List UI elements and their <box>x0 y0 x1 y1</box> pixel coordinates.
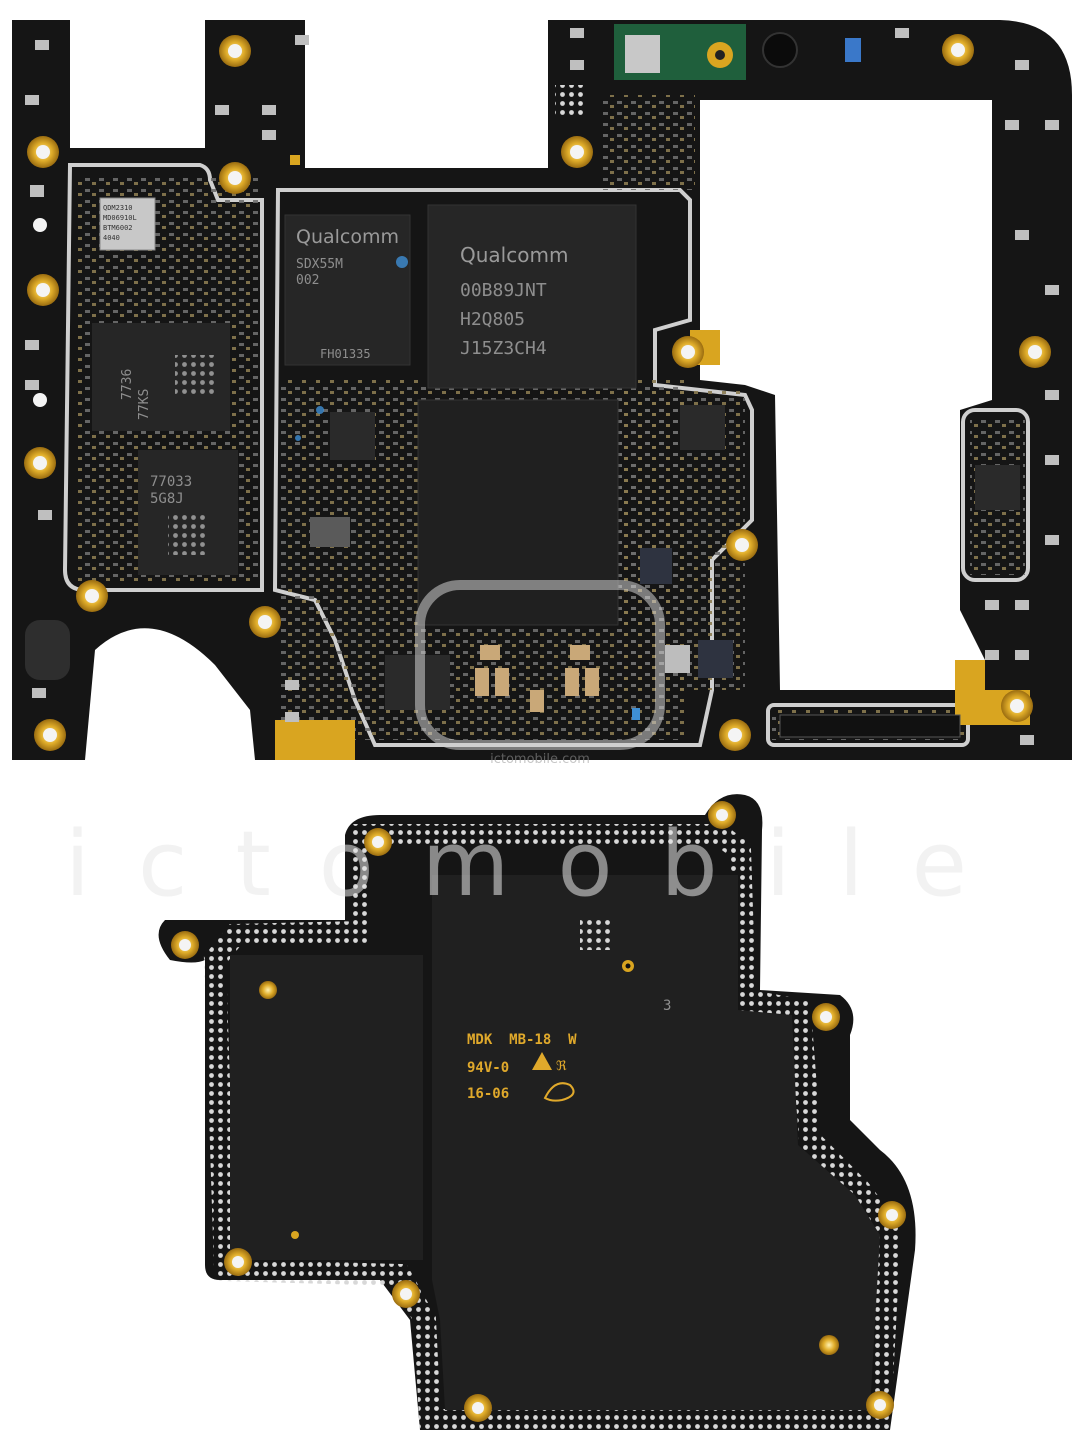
chip-memory: Qualcomm 00B89JNT H2Q805 J15Z3CH4 <box>427 204 637 389</box>
chip-77033-line-2: 5G8J <box>150 491 184 507</box>
bottom-silver-border <box>203 824 902 1431</box>
modem-code: FH01335 <box>320 347 371 361</box>
mark-3: 3 <box>663 998 671 1014</box>
bottom-shield-left <box>230 955 423 1260</box>
chip-qdm-line-4: 4040 <box>103 234 120 242</box>
bottom-board: 3 MDK MB-18 W 94V-0 ℜ 16-06 <box>158 794 916 1431</box>
watermark-large: ictomobile <box>65 812 1015 917</box>
modem-brand: Qualcomm <box>296 226 399 248</box>
chip-qdm-line-1: QDM2310 <box>103 204 133 212</box>
chip-77033-line-1: 77033 <box>150 474 192 490</box>
top-board: Qualcomm SDX55M 002 FH01335 Qualcomm 00B… <box>12 20 1072 760</box>
chip-modem: Qualcomm SDX55M 002 FH01335 <box>284 214 411 366</box>
microphone <box>762 32 798 68</box>
silkscreen-line-2: 94V-0 <box>467 1060 509 1076</box>
shield-frame-right <box>961 408 1030 582</box>
chip-7736: 7736 77KS <box>92 323 230 431</box>
ul-mark-icon: ℜ <box>556 1059 567 1074</box>
mounting-holes-bottom <box>171 801 906 1422</box>
chip-qdm: QDM2310 MD06910L BTM6002 4040 <box>99 197 156 251</box>
memory-line-3: J15Z3CH4 <box>460 338 547 359</box>
chip-qdm-line-3: BTM6002 <box>103 224 133 232</box>
inductors <box>475 645 599 712</box>
side-pads <box>25 28 1059 745</box>
bottom-shield-main <box>432 875 880 1410</box>
chip-7736-line-1: 7736 <box>120 369 135 400</box>
recycle-logo-icon <box>543 1082 575 1102</box>
watermark-small: ictomobile.com <box>490 752 590 767</box>
watermark: ictomobile ictomobile.com <box>65 580 1015 917</box>
modem-line-1: SDX55M <box>296 257 343 272</box>
warning-triangle-icon <box>532 1052 552 1070</box>
memory-line-2: H2Q805 <box>460 309 525 330</box>
chip-qdm-line-2: MD06910L <box>103 214 137 222</box>
memory-line-1: 00B89JNT <box>460 280 547 301</box>
chip-77033: 77033 5G8J <box>138 450 238 575</box>
shield-frame-left <box>62 163 264 592</box>
silkscreen-line-1: MDK MB-18 W <box>467 1032 577 1048</box>
memory-brand: Qualcomm <box>460 243 568 267</box>
silkscreen-line-3: 16-06 <box>467 1086 509 1102</box>
datamatrix-code <box>580 920 610 950</box>
mounting-holes-top <box>24 34 1051 751</box>
modem-line-2: 002 <box>296 273 319 288</box>
chip-7736-line-2: 77KS <box>137 389 152 420</box>
